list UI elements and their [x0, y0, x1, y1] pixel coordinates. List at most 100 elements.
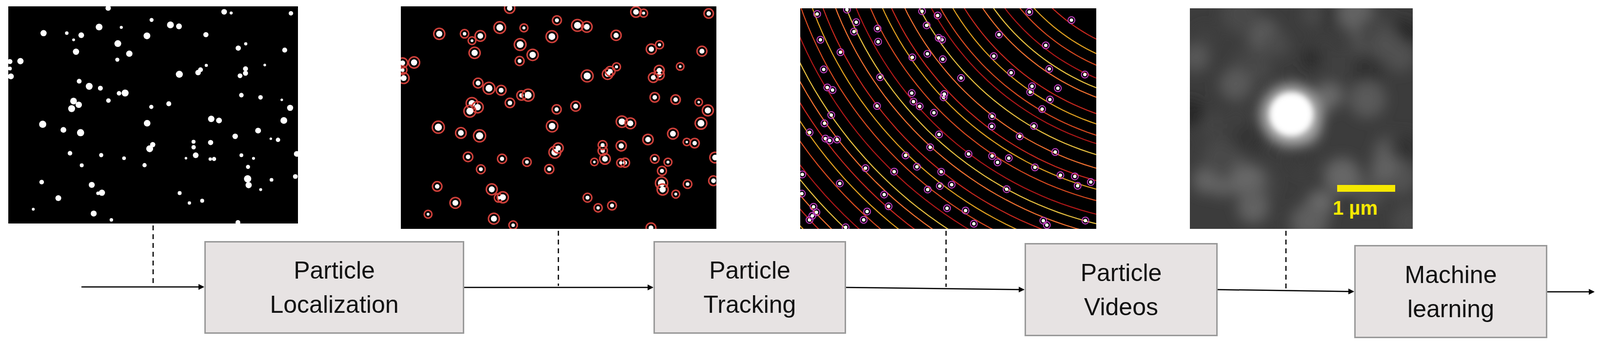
particle-dot	[212, 156, 217, 161]
particle-dot	[592, 160, 596, 163]
particle-dot	[657, 42, 662, 47]
particle-dot	[607, 68, 613, 74]
particle-dot	[699, 48, 705, 54]
particle-dot	[989, 124, 994, 128]
particle-dot	[184, 157, 188, 160]
particle-dot	[470, 39, 474, 42]
particle-track	[800, 8, 1097, 229]
detection-ring	[683, 138, 691, 146]
particle-dot	[435, 30, 443, 38]
detection-ring	[544, 164, 554, 174]
particle-dot	[208, 139, 214, 146]
particle-dot	[122, 156, 127, 161]
particle-dot	[105, 6, 111, 11]
detection-ring	[926, 143, 934, 151]
particle-dot	[176, 23, 182, 30]
detection-ring	[990, 52, 998, 60]
particle-dot	[288, 11, 294, 16]
detection-ring	[828, 111, 835, 119]
detection-ring	[939, 55, 947, 63]
particle-dot	[452, 199, 459, 206]
particle-dot	[466, 107, 474, 115]
detection-ring	[493, 21, 506, 34]
particle-dot	[411, 59, 418, 66]
output-arrow	[1547, 291, 1594, 293]
particle-dot	[90, 210, 97, 217]
particle-dot	[235, 219, 241, 224]
particle-dot	[632, 9, 639, 16]
particle-dot	[191, 144, 197, 150]
detection-ring	[918, 8, 926, 15]
detection-ring	[655, 40, 664, 49]
detection-ring	[546, 120, 558, 132]
detection-ring	[902, 152, 909, 159]
detection-ring	[671, 190, 680, 198]
detection-ring	[505, 98, 515, 108]
detection-ring	[616, 158, 626, 167]
detection-ring	[1003, 185, 1010, 193]
detection-ring	[690, 138, 700, 148]
detection-ring	[850, 28, 858, 36]
particle-dot	[485, 84, 493, 92]
particle-dot	[203, 32, 209, 38]
particle-track	[800, 8, 1097, 229]
particle-dot	[55, 195, 62, 201]
particle-dot	[602, 156, 609, 162]
detection-ring	[1057, 171, 1065, 179]
particle-dot	[838, 50, 843, 55]
particle-dot	[498, 87, 504, 93]
detection-ring	[607, 200, 617, 210]
particle-dot	[810, 214, 814, 218]
particle-dot	[115, 57, 119, 62]
background-noise	[1391, 202, 1413, 229]
particle-dot	[77, 129, 85, 137]
detection-ring	[646, 222, 656, 229]
detection-ring	[683, 179, 692, 189]
particle-dot	[98, 85, 103, 91]
detection-ring	[552, 15, 562, 25]
detection-ring	[708, 176, 717, 186]
particle-dot	[1083, 72, 1087, 77]
background-noise	[1348, 80, 1386, 118]
particle-dot	[60, 126, 67, 133]
particle-dot	[572, 103, 578, 109]
detection-ring	[630, 6, 642, 18]
box-label: Particle Videos	[1043, 255, 1200, 324]
detection-ring	[473, 129, 486, 142]
particle-dot	[477, 33, 484, 40]
particle-dot	[800, 172, 805, 177]
detection-ring	[581, 70, 593, 82]
particle-dot	[1041, 218, 1046, 223]
background-noise	[1291, 202, 1329, 229]
particle-dot	[1030, 84, 1034, 88]
particle-track	[853, 8, 1097, 200]
background-noise	[1301, 48, 1322, 69]
particle-dot	[1058, 173, 1063, 178]
particle-dot	[1053, 150, 1057, 154]
detection-ring	[937, 168, 945, 176]
background-noise	[1370, 154, 1400, 184]
particle-dot	[942, 92, 947, 96]
particle-dot	[150, 141, 156, 148]
particle-dot	[648, 46, 654, 52]
detection-ring	[1042, 41, 1049, 49]
particle-dot	[255, 127, 261, 134]
particle-dot	[697, 119, 705, 127]
particle-dot	[971, 221, 976, 226]
particle-dot	[706, 11, 712, 16]
detection-ring	[522, 89, 534, 101]
particle-track	[800, 8, 1097, 229]
detection-ring	[806, 128, 813, 136]
particle-dot	[941, 57, 945, 61]
detection-ring	[935, 34, 943, 42]
detection-ring	[702, 104, 714, 117]
detection-ring	[836, 48, 844, 56]
detection-ring	[826, 137, 833, 144]
detection-ring	[852, 18, 860, 26]
detection-ring	[962, 206, 969, 214]
particle-dot	[583, 72, 591, 80]
particle-dot	[8, 73, 14, 80]
particle-dot	[1083, 218, 1087, 222]
detection-ring	[583, 193, 593, 202]
particle-dot	[76, 79, 82, 84]
